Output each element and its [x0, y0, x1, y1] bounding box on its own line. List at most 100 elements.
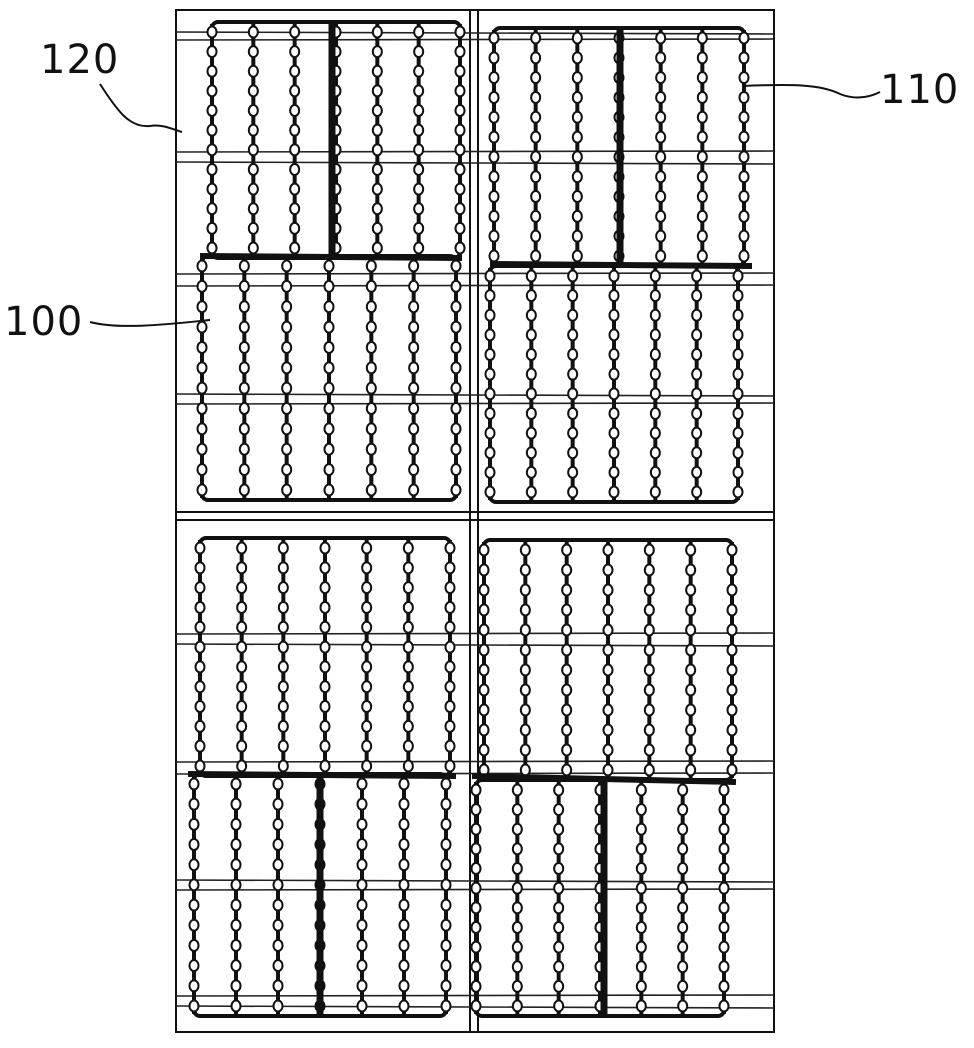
- grid-line: [175, 760, 775, 763]
- cell-string: [247, 24, 259, 256]
- cell-node: [230, 999, 242, 1013]
- cell-node: [696, 51, 708, 65]
- cell-node: [470, 960, 482, 974]
- cell-node: [206, 104, 218, 118]
- cell-node: [608, 387, 620, 401]
- cell-string: [643, 542, 655, 778]
- cell-node: [413, 25, 425, 39]
- cell-node: [519, 583, 531, 597]
- cell-string: [478, 542, 490, 778]
- cell-module-block: [206, 20, 466, 260]
- cell-node: [408, 402, 420, 416]
- cell-node: [608, 308, 620, 322]
- cell-string: [602, 542, 614, 778]
- cell-string: [649, 268, 661, 500]
- cell-node: [519, 543, 531, 557]
- cell-node: [194, 561, 206, 575]
- cell-node: [691, 426, 703, 440]
- cell-node: [643, 583, 655, 597]
- cell-node: [525, 485, 537, 499]
- cell-node: [319, 600, 331, 614]
- cell-string: [530, 30, 542, 264]
- cell-node: [567, 406, 579, 420]
- cell-node: [488, 51, 500, 65]
- cell-node: [655, 71, 667, 85]
- cell-node: [194, 759, 206, 773]
- cell-node: [450, 483, 462, 497]
- cell-string: [230, 776, 242, 1014]
- cell-node: [470, 862, 482, 876]
- cell-node: [511, 940, 523, 954]
- cell-node: [511, 901, 523, 915]
- cell-node: [281, 279, 293, 293]
- cell-node: [608, 289, 620, 303]
- cell-node: [732, 308, 744, 322]
- cell-node: [685, 683, 697, 697]
- cell-node: [696, 229, 708, 243]
- cell-node: [361, 620, 373, 634]
- cell-node: [478, 743, 490, 757]
- cell-node: [726, 683, 738, 697]
- cell-node: [238, 340, 250, 354]
- cell-node: [371, 202, 383, 216]
- cell-node: [454, 25, 466, 39]
- cell-node: [454, 241, 466, 255]
- cell-node: [413, 123, 425, 137]
- cell-string: [356, 776, 368, 1014]
- cell-node: [323, 402, 335, 416]
- cell-node: [488, 209, 500, 223]
- cell-node: [571, 229, 583, 243]
- cell-node: [511, 881, 523, 895]
- cell-node: [188, 817, 200, 831]
- cell-node: [635, 920, 647, 934]
- cell-node: [361, 719, 373, 733]
- cell-node: [206, 64, 218, 78]
- cell-node: [356, 938, 368, 952]
- cell-node: [371, 162, 383, 176]
- cell-node: [272, 938, 284, 952]
- cell-node: [530, 110, 542, 124]
- cell-node: [726, 583, 738, 597]
- cell-node: [444, 600, 456, 614]
- cell-node: [732, 406, 744, 420]
- cell-node: [553, 901, 565, 915]
- cell-node: [440, 878, 452, 892]
- cell-string: [732, 268, 744, 500]
- cell-node: [511, 803, 523, 817]
- cell-string: [635, 782, 647, 1014]
- cell-node: [726, 703, 738, 717]
- cell-node: [649, 387, 661, 401]
- cell-node: [553, 960, 565, 974]
- cell-node: [655, 110, 667, 124]
- cell-node: [194, 700, 206, 714]
- cell-node: [398, 777, 410, 791]
- cell-node: [691, 269, 703, 283]
- cell-module-block: [484, 264, 744, 504]
- cell-node: [738, 150, 750, 164]
- cell-node: [450, 279, 462, 293]
- cell-node: [281, 340, 293, 354]
- cell-node: [635, 881, 647, 895]
- cell-node: [230, 959, 242, 973]
- cell-node: [685, 643, 697, 657]
- cell-node: [356, 979, 368, 993]
- cell-node: [649, 328, 661, 342]
- cell-node: [450, 300, 462, 314]
- cell-node: [188, 999, 200, 1013]
- cell-node: [696, 90, 708, 104]
- cell-node: [602, 623, 614, 637]
- cell-string: [319, 540, 331, 774]
- cell-node: [413, 84, 425, 98]
- cell-node: [677, 999, 689, 1013]
- cell-node: [696, 249, 708, 263]
- cell-node: [525, 348, 537, 362]
- cell-node: [635, 979, 647, 993]
- cell-node: [511, 842, 523, 856]
- cell-node: [402, 561, 414, 575]
- cell-node: [726, 743, 738, 757]
- cell-node: [635, 999, 647, 1013]
- cell-node: [454, 45, 466, 59]
- cell-node: [281, 300, 293, 314]
- cell-node: [738, 31, 750, 45]
